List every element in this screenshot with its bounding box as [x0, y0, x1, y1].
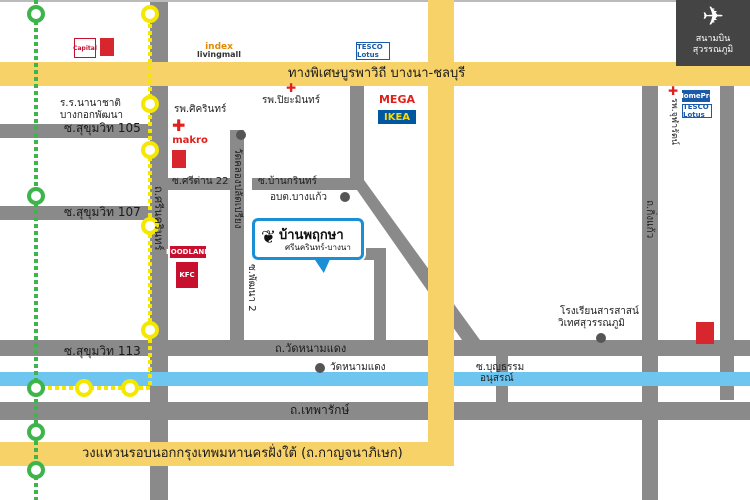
soi107-label: ซ.สุขุมวิท 107 — [64, 205, 141, 219]
project-subtitle: ศรีนครินทร์-บางนา — [285, 243, 351, 252]
ikea-logo: IKEA — [378, 110, 416, 124]
phattana2-label: ซ.พัฒนา 2 — [246, 264, 257, 312]
hospital-cross-icon: ✚ — [286, 81, 297, 95]
highway-outer-ring-vertical — [428, 0, 454, 464]
big-c-logo-icon — [696, 322, 714, 344]
big-c-logo-icon — [172, 150, 186, 168]
soi105-label: ซ.สุขุมวิท 105 — [64, 121, 141, 135]
watklong-label: วัดคลองปลัดเปรียง — [232, 148, 243, 229]
place-dot — [315, 363, 325, 373]
kfc-logo: KFC — [176, 262, 198, 288]
station — [27, 5, 45, 23]
yellow-stations — [75, 5, 159, 397]
station — [27, 379, 45, 397]
outer-ring-label: วงแหวนรอบนอกกรุงเทพมหานครฝั่งใต้ (ถ.กาญจ… — [82, 446, 403, 461]
sridan22-label: ซ.ศรีด่าน 22 — [172, 176, 229, 187]
school-suvarnabhumi: โรงเรียนสารสาสน์ — [560, 306, 639, 317]
wat-nammdaeng-label: วัดหนามแดง — [330, 362, 386, 373]
soi113-label: ซ.สุขุมวิท 113 — [64, 344, 141, 358]
station — [27, 461, 45, 479]
road-soi105 — [0, 124, 160, 138]
station — [141, 95, 159, 113]
hospital-cross-icon: ✚ — [668, 84, 679, 98]
road-soi107 — [0, 206, 160, 220]
place-dot — [596, 333, 606, 343]
station — [75, 379, 93, 397]
green-stations — [27, 5, 45, 479]
hosp-piyamin: รพ.ปิยะมินทร์ — [262, 95, 321, 106]
hosp-chularat: รพ.จุฬารัตน์ — [668, 98, 679, 145]
road-sridan22 — [168, 178, 238, 190]
school-nanachat-2: บางกอกพัฒนา — [60, 110, 124, 121]
highway-label: ทางพิเศษบูรพาวิถี บางนา-ชลบุรี — [288, 66, 466, 81]
theparak-label: ถ.เทพารักษ์ — [290, 403, 350, 417]
place-dot — [340, 192, 350, 202]
foodland-logo: FOODLAND — [165, 246, 211, 258]
canal — [0, 372, 750, 386]
highway-bangna-chonburi — [0, 62, 750, 86]
leaf-logo-icon: ❦ — [261, 227, 277, 248]
school-nanachat: ร.ร.นานาชาติ — [60, 98, 121, 109]
station — [141, 321, 159, 339]
baan-krin-label: ซ.บ้านกรินทร์ — [258, 176, 317, 187]
place-dot — [236, 130, 246, 140]
project-name: บ้านพฤกษา — [279, 228, 344, 243]
bunrom-label: ซ.บุญธรรม — [476, 362, 525, 373]
station — [27, 423, 45, 441]
rail-yellow-line — [36, 10, 152, 390]
tesco-lotus-logo-right: TESCO Lotus — [682, 103, 712, 119]
wat-nammdaeng-road-label: ถ.วัดหนามแดง — [275, 342, 347, 355]
amphoe-label: อบต.บางแก้ว — [270, 192, 327, 203]
highway-outer-ring — [0, 442, 454, 466]
tesco-lotus-logo: TESCO Lotus — [356, 42, 390, 60]
station — [141, 141, 159, 159]
station — [121, 379, 139, 397]
road-right-edge — [720, 70, 734, 400]
homepro-logo: HomePro — [677, 90, 715, 102]
mega-logo: MEGA — [378, 92, 415, 106]
hosp-sikarin: รพ.ศิครินทร์ — [174, 104, 227, 115]
station — [27, 187, 45, 205]
kingkaew-label: ถ.กิ่งแก้ว — [644, 200, 655, 239]
airport-name: สนามบินสุวรรณภูมิ — [692, 34, 734, 55]
road-stub — [374, 248, 386, 344]
capital-logo: Capital — [73, 38, 97, 58]
road-kingkaew — [642, 70, 658, 500]
airplane-icon: ✈ — [702, 2, 724, 32]
station — [141, 5, 159, 23]
highways — [0, 0, 750, 466]
airport-marker: ✈ สนามบินสุวรรณภูมิ — [676, 0, 750, 66]
hospital-cross-icon: ✚ — [172, 116, 186, 135]
road-wat-nammdaeng — [0, 340, 750, 356]
school-suvarnabhumi-2: วิเทศสุวรรณภูมิ — [558, 318, 625, 329]
road-baan-krin — [252, 178, 362, 190]
bunrom-label-2: อนุสรณ์ — [480, 373, 514, 384]
project-marker: ❦ บ้านพฤกษา ศรีนครินทร์-บางนา — [252, 218, 364, 273]
big-c-logo-icon — [100, 38, 114, 56]
road-north-spur — [350, 70, 364, 190]
makro-logo: makro — [172, 134, 208, 146]
station — [141, 217, 159, 235]
sinakarin-label: ถ.ศรีนครินทร์ — [152, 186, 166, 251]
road-theparak — [0, 402, 750, 420]
